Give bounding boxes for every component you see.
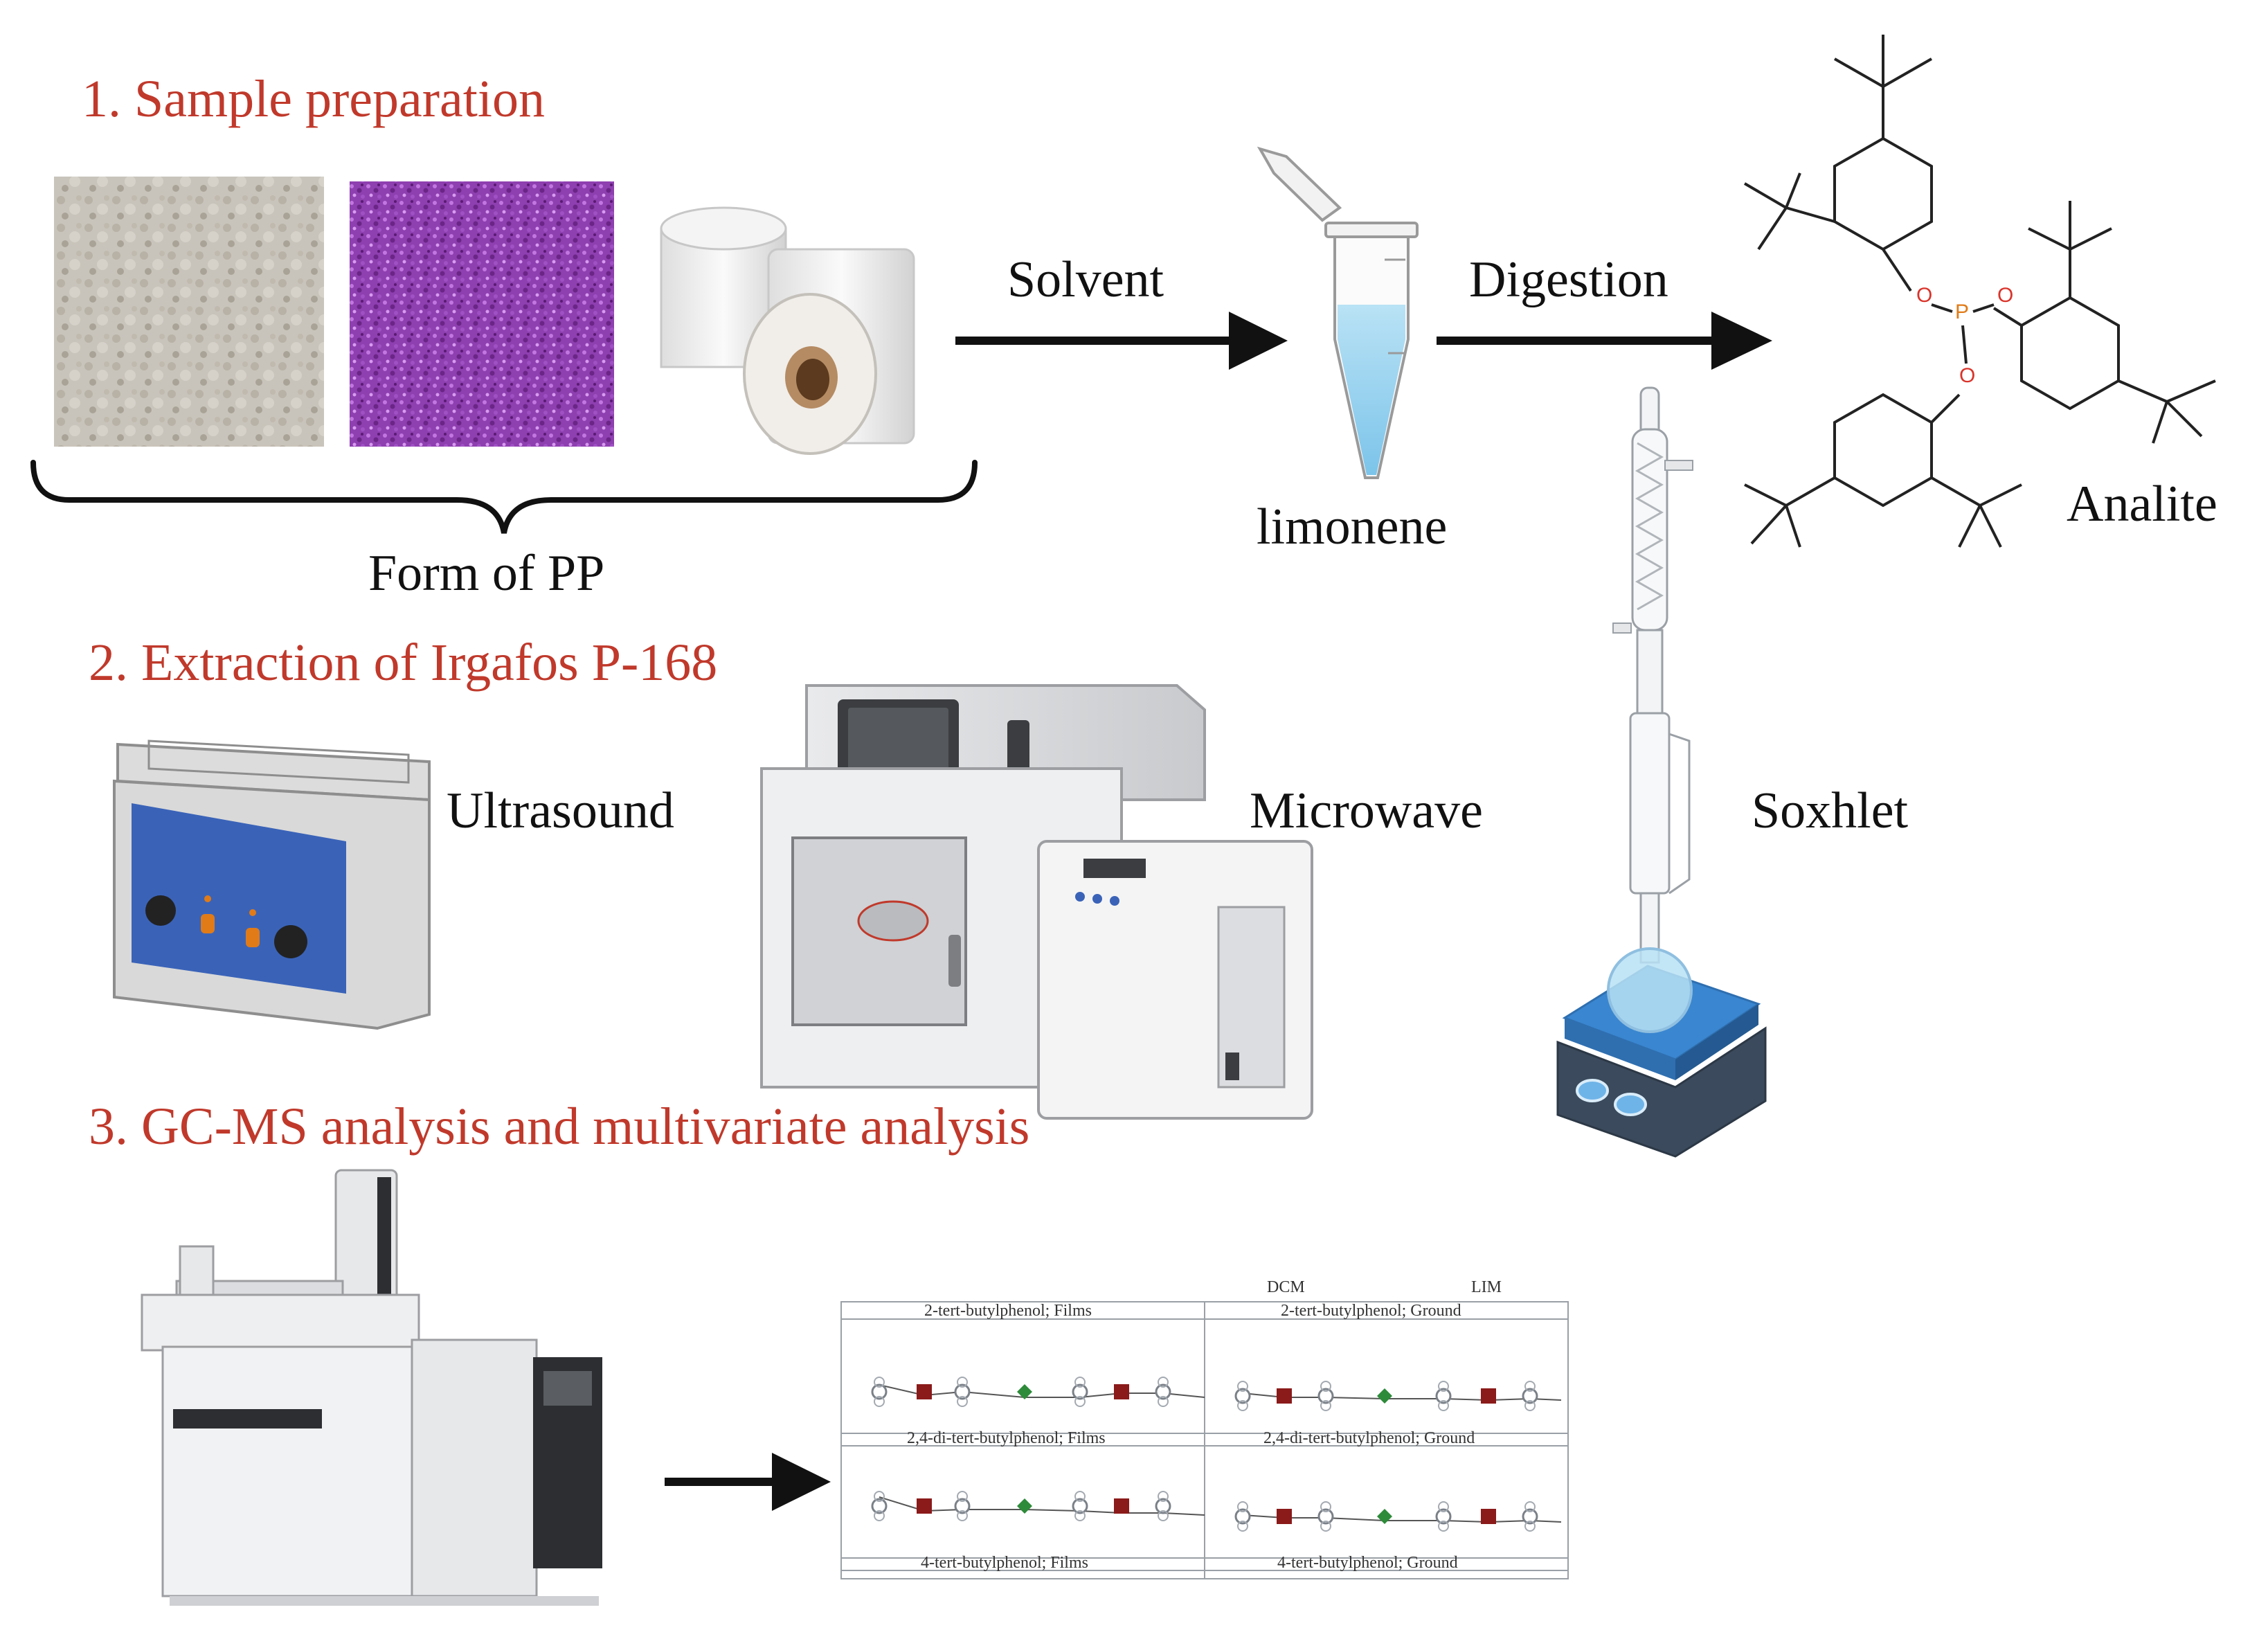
plot-panel-title: 2,4-di-tert-butylphenol; Ground [1263,1429,1475,1447]
gc-ms-instrument-icon [141,1169,602,1606]
plot-panel-title: 4-tert-butylphenol; Films [921,1554,1088,1572]
plot-marker-square [917,1384,932,1399]
analite-label: Analite [2067,476,2217,532]
plot-marker-outlier [874,1510,885,1521]
plot-marker-outlier [1524,1400,1536,1411]
form-brace [30,460,978,534]
plot-marker-outlier [1158,1396,1169,1407]
plot-marker-diamond [1377,1509,1392,1524]
plot-marker-square [917,1498,932,1514]
microwave-reactor-icon [760,684,1313,1120]
analysis-arrowhead [772,1453,831,1511]
plot-marker-circle [1317,1388,1334,1404]
plot-marker-circle [954,1383,971,1400]
plot-marker-circle [1435,1388,1452,1404]
plot-panel-title: 2-tert-butylphenol; Films [924,1302,1092,1320]
plot-marker-outlier [1074,1377,1086,1388]
plot-marker-outlier [1320,1521,1331,1532]
plot-marker-outlier [957,1491,968,1502]
plot-marker-square [1481,1388,1496,1404]
plot-panel-title: 2-tert-butylphenol; Ground [1281,1302,1461,1320]
plot-marker-circle [871,1383,888,1400]
limonene-label: limonene [1257,499,1447,555]
plot-marker-circle [1522,1508,1538,1525]
soxhlet-label: Soxhlet [1752,782,1909,839]
plot-marker-square [1481,1509,1496,1524]
plot-marker-circle [954,1498,971,1514]
plot-marker-circle [871,1498,888,1514]
plot-top-label-dcm: DCM [1267,1278,1305,1296]
plot-marker-circle [1522,1388,1538,1404]
plot-marker-outlier [1158,1491,1169,1502]
plot-marker-diamond [1377,1388,1392,1404]
solvent-arrowhead [1229,312,1288,370]
plot-marker-outlier [957,1396,968,1407]
plot-marker-circle [1317,1508,1334,1525]
plot-marker-circle [1234,1508,1251,1525]
ultrasound-label: Ultrasound [447,782,674,839]
atom-o-3: O [1959,364,1975,387]
plot-marker-outlier [1237,1501,1248,1512]
step-1-title: 1. Sample preparation [82,70,545,128]
sample-swatch-purple [350,181,614,447]
plot-marker-circle [1072,1498,1088,1514]
plot-marker-outlier [1320,1400,1331,1411]
eppendorf-tube-icon [1257,146,1419,479]
sonicator-icon [113,740,431,1030]
plot-marker-square [1114,1498,1129,1514]
plot-marker-outlier [874,1491,885,1502]
plot-marker-outlier [1237,1400,1248,1411]
plot-marker-circle [1155,1498,1171,1514]
soxhlet-apparatus-icon [1556,386,1767,1158]
plot-marker-outlier [1438,1501,1449,1512]
plot-marker-outlier [1438,1381,1449,1392]
plot-marker-circle [1435,1508,1452,1525]
plot-top-label-lim: LIM [1471,1278,1502,1296]
plot-marker-outlier [1320,1381,1331,1392]
plot-marker-circle [1072,1383,1088,1400]
plot-panel-title: 2,4-di-tert-butylphenol; Films [907,1429,1106,1447]
plot-marker-outlier [1320,1501,1331,1512]
solvent-label: Solvent [1007,251,1164,308]
plot-marker-square [1277,1388,1292,1404]
atom-p: P [1955,301,1969,323]
step-2-title: 2. Extraction of Irgafos P-168 [89,634,717,692]
sample-swatch-gray [54,177,324,447]
plot-marker-outlier [1158,1510,1169,1521]
plot-marker-square [1114,1384,1129,1399]
plot-marker-diamond [1017,1384,1032,1399]
plot-marker-outlier [1237,1381,1248,1392]
atom-o-1: O [1916,284,1932,307]
plot-marker-outlier [957,1377,968,1388]
plot-marker-outlier [957,1510,968,1521]
plot-marker-square [1277,1509,1292,1524]
plot-marker-outlier [1158,1377,1169,1388]
microwave-label: Microwave [1250,782,1483,839]
plot-marker-outlier [1524,1521,1536,1532]
plot-markers [871,1377,1538,1532]
step-3-title: 3. GC-MS analysis and multivariate analy… [89,1098,1029,1156]
plot-panel [840,1301,1569,1579]
molecule-structure [1743,35,2216,548]
form-of-pp-label: Form of PP [368,545,604,602]
plot-panel-title: 4-tert-butylphenol; Ground [1277,1554,1458,1572]
plot-marker-outlier [1524,1501,1536,1512]
plot-marker-circle [1234,1388,1251,1404]
plot-marker-circle [1155,1383,1171,1400]
plot-marker-outlier [1074,1510,1086,1521]
atom-o-2: O [1997,284,2013,307]
plot-marker-outlier [874,1396,885,1407]
plot-marker-outlier [1237,1521,1248,1532]
film-roll-icon [660,206,915,455]
plot-marker-outlier [874,1377,885,1388]
plot-marker-outlier [1074,1396,1086,1407]
digestion-arrowhead [1711,312,1772,370]
digestion-label: Digestion [1469,251,1668,308]
plot-marker-outlier [1438,1521,1449,1532]
plot-marker-outlier [1524,1381,1536,1392]
plot-marker-outlier [1074,1491,1086,1502]
plot-marker-diamond [1017,1498,1032,1514]
plot-marker-outlier [1438,1400,1449,1411]
